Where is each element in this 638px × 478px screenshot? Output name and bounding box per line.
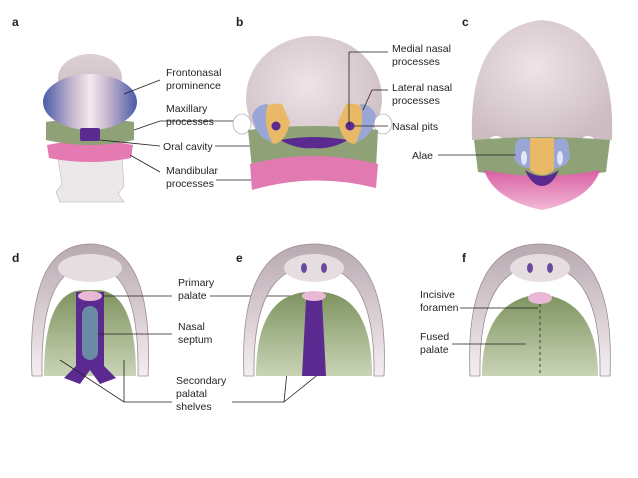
nostril-left-c <box>521 151 527 165</box>
label-mandibular-1: Mandibular <box>166 165 218 177</box>
label-alae: Alae <box>412 150 433 162</box>
nostril-right-c <box>557 151 563 165</box>
nostril-left-e <box>301 263 307 273</box>
panel-d-palate <box>31 243 149 384</box>
leader-frontonasal <box>123 79 161 95</box>
label-secondary-3: shelves <box>176 401 212 413</box>
label-nasal-septum-2: septum <box>178 334 213 346</box>
ear-right-b <box>373 113 393 135</box>
panel-b-embryo <box>232 36 393 190</box>
label-primary-palate-1: Primary <box>178 277 215 289</box>
label-secondary-1: Secondary <box>176 375 227 387</box>
label-lateral-nasal-2: processes <box>392 95 440 107</box>
label-lateral-nasal-1: Lateral nasal <box>392 82 452 94</box>
label-incisive-2: foramen <box>420 302 459 314</box>
panel-label-f: f <box>462 251 467 265</box>
mandibular-process-a <box>47 140 133 162</box>
panel-c-embryo <box>471 20 613 210</box>
leader-maxillary <box>133 120 161 131</box>
nose-base-d <box>58 254 122 282</box>
panel-e-palate <box>243 243 385 377</box>
lateral-nasal-right <box>356 104 376 142</box>
nostril-right-f <box>547 263 553 273</box>
leader-mandibular <box>129 154 161 173</box>
label-nasal-pits: Nasal pits <box>392 121 438 133</box>
palatal-shelf-left-e <box>256 292 310 376</box>
leader-lateral-nasal-v <box>362 89 373 111</box>
nostril-left-f <box>527 263 533 273</box>
palatal-shelf-right-e <box>318 292 372 376</box>
label-nasal-septum-1: Nasal <box>178 321 205 333</box>
incisive-foramen-shape <box>528 292 552 304</box>
leader-oral-cavity <box>99 139 161 147</box>
label-oral-cavity: Oral cavity <box>163 141 213 153</box>
panel-label-d: d <box>12 251 19 265</box>
nostril-right-e <box>321 263 327 273</box>
panel-label-c: c <box>462 15 469 29</box>
head-shape-c <box>471 20 613 140</box>
label-incisive-1: Incisive <box>420 289 455 301</box>
label-mandibular-2: processes <box>166 178 214 190</box>
nose-base-e <box>284 254 344 282</box>
nose-base-f <box>510 254 570 282</box>
nasal-pit-right <box>345 121 355 131</box>
label-frontonasal-1: Frontonasal <box>166 67 221 79</box>
primary-palate-d <box>78 291 102 301</box>
panel-a-embryo <box>43 54 137 203</box>
neck-shape <box>55 157 125 203</box>
oral-cavity-a <box>80 128 100 141</box>
panel-label-b: b <box>236 15 243 29</box>
upper-lip-rim-d <box>31 243 149 377</box>
oral-cavity-b <box>280 137 348 149</box>
mandibular-process-c <box>484 170 600 210</box>
label-medial-nasal-2: processes <box>392 56 440 68</box>
mandibular-process-b <box>250 156 378 190</box>
medial-nasal-c <box>530 138 554 175</box>
label-medial-nasal-1: Medial nasal <box>392 43 451 55</box>
label-maxillary-2: processes <box>166 116 214 128</box>
primary-palate-e <box>302 291 326 301</box>
upper-lip-rim-e <box>243 243 385 377</box>
panel-label-e: e <box>236 251 243 265</box>
nasal-septum-d <box>82 306 98 360</box>
frontonasal-prominence-a <box>43 74 137 130</box>
panel-label-a: a <box>12 15 19 29</box>
label-frontonasal-2: prominence <box>166 80 221 92</box>
oral-space-e <box>302 298 326 376</box>
lateral-nasal-left <box>252 104 272 142</box>
label-fused-2: palate <box>420 344 449 356</box>
panel-f-palate <box>469 243 611 377</box>
lip-c <box>525 170 559 186</box>
label-secondary-2: palatal <box>176 388 207 400</box>
label-maxillary-1: Maxillary <box>166 103 208 115</box>
ear-left-b <box>232 113 252 135</box>
label-primary-palate-2: palate <box>178 290 207 302</box>
upper-lip-rim-f <box>469 243 611 377</box>
nasal-pit-left <box>271 121 281 131</box>
label-fused-1: Fused <box>420 331 449 343</box>
